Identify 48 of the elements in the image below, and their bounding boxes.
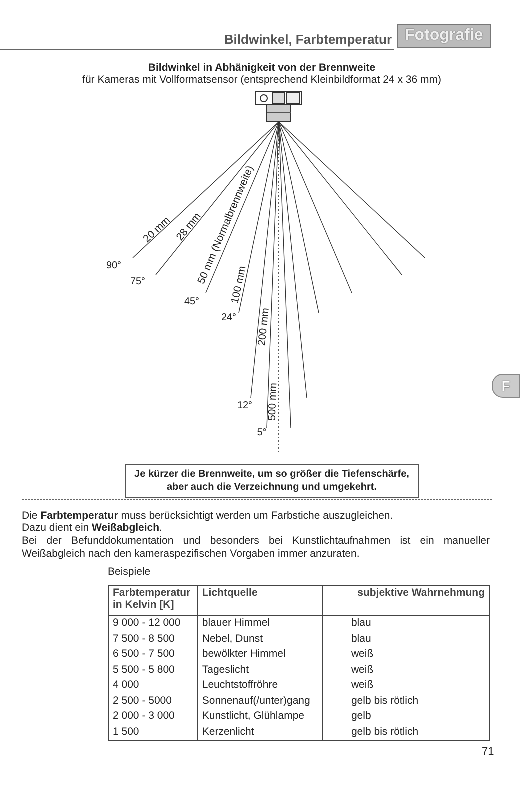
table-cell: gelb <box>322 709 490 724</box>
focal-length-label: 28 mm <box>174 210 204 244</box>
angle-label: 5° <box>257 428 267 438</box>
paragraph: Dazu dient ein Weißabgleich. <box>22 522 162 534</box>
table-cell: Kerzenlicht <box>198 724 323 740</box>
note-box: Je kürzer die Brennweite, um so größer die Tiefenschärfe, aber auch die Verzeichnung und umgekehrt. <box>125 464 419 498</box>
paragraph: Die Farbtemperatur muss berücksichtigt werden um Farbstiche auszugleichen. <box>22 510 394 522</box>
table-cell: Leuchtstoffröhre <box>198 678 323 694</box>
table-cell: 9 000 - 12 000 <box>108 616 198 632</box>
page-heading: Bildwinkel, Farbtemperatur <box>223 32 392 47</box>
angle-label: 45° <box>184 296 200 308</box>
angle-label: 75° <box>130 276 146 288</box>
table-cell: bewölkter Himmel <box>198 647 323 662</box>
table-cell: 7 500 - 8 500 <box>108 632 198 647</box>
angle-label: 24° <box>221 312 237 324</box>
table-cell: blau <box>322 632 490 647</box>
column-header: Lichtquelle <box>198 586 323 616</box>
table-cell: 1 500 <box>108 724 198 740</box>
page-number: 71 <box>482 746 494 758</box>
table-cell: Sonnenauf(/unter)gang <box>198 694 323 709</box>
table-cell: blauer Himmel <box>198 616 323 632</box>
focal-length-label: 500 mm <box>266 382 280 422</box>
table-cell: Tageslicht <box>198 662 323 678</box>
angle-label: 90° <box>106 260 122 272</box>
chapter-tab: F <box>492 374 520 398</box>
table-cell: 6 500 - 7 500 <box>108 647 198 662</box>
table-cell: weiß <box>322 647 490 662</box>
paragraph: Bei der Befunddokumentation und besonders bei Kunstlichtaufnahmen ist ein manueller Weißabgleich nach den kameraspezifischen Vorgaben immer anzuraten. <box>22 535 490 561</box>
focal-length-label: 20 mm <box>141 214 173 246</box>
table-cell: 4 000 <box>108 678 198 694</box>
focal-length-label: 100 mm <box>229 265 249 305</box>
table-cell: 5 500 - 5 800 <box>108 662 198 678</box>
angle-label: 12° <box>237 400 253 412</box>
table-cell: weiß <box>322 678 490 694</box>
table-cell: blau <box>322 616 490 632</box>
column-header: subjektive Wahrnehmung <box>322 586 490 616</box>
column-header: Farbtemperatur in Kelvin [K] <box>108 586 198 616</box>
focal-length-label: 200 mm <box>256 308 272 346</box>
table-cell: Nebel, Dunst <box>198 632 323 647</box>
table-cell: 2 500 - 5000 <box>108 694 198 709</box>
section-label: Beispiele <box>108 566 151 578</box>
subheading: für Kameras mit Vollformatsensor (entsprechend Kleinbildformat 24 x 36 mm) <box>82 74 442 86</box>
table-cell: Kunstlicht, Glühlampe <box>198 709 323 724</box>
table-cell: gelb bis rötlich <box>322 724 490 740</box>
subheading: Bildwinkel in Abhänigkeit von der Brennweite <box>147 62 377 74</box>
table-cell: 2 000 - 3 000 <box>108 709 198 724</box>
table-cell: weiß <box>322 662 490 678</box>
table-cell: gelb bis rötlich <box>322 694 490 709</box>
